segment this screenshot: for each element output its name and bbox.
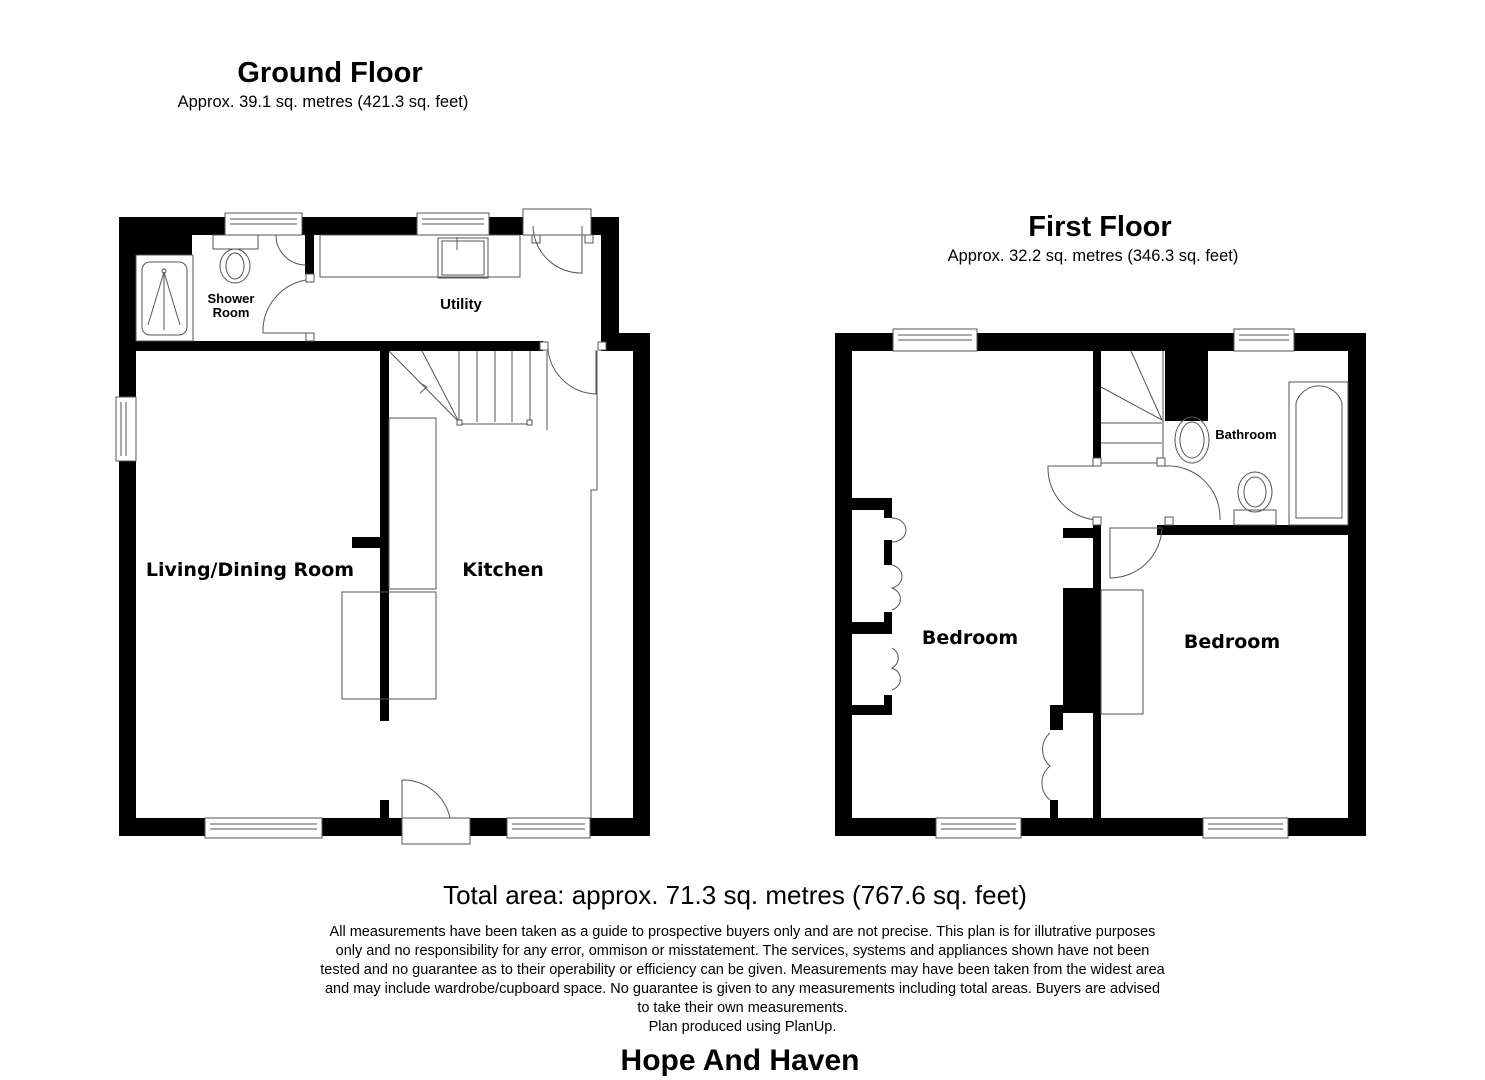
shower-room-line-1: Shower	[207, 291, 255, 306]
first-floor-title: First Floor	[1028, 211, 1172, 243]
room-label-kitchen: Kitchen	[462, 559, 544, 581]
room-label-bedroom-1: Bedroom	[921, 627, 1019, 649]
disclaimer-line: only and no responsibility for any error…	[335, 943, 1150, 959]
room-label-bedroom-2: Bedroom	[1183, 631, 1281, 653]
disclaimer-line: Plan produced using PlanUp.	[648, 1019, 837, 1035]
ground-floor-title: Ground Floor	[237, 57, 423, 89]
room-label-bathroom: Bathroom	[1215, 427, 1277, 442]
room-label-living-dining-room: Living/Dining Room	[145, 559, 355, 581]
brand-name: Hope And Haven	[620, 1044, 860, 1077]
disclaimer-line: All measurements have been taken as a gu…	[329, 924, 1156, 940]
shower-room-line-2: Room	[212, 305, 250, 320]
disclaimer-line: and may include wardrobe/cupboard space.…	[324, 981, 1161, 997]
first-floor-area: Approx. 32.2 sq. metres (346.3 sq. feet)	[947, 247, 1239, 265]
ground-floor-plan	[115, 208, 650, 845]
disclaimer: All measurements have been taken as a gu…	[255, 923, 1230, 1037]
disclaimer-line: tested and no guarantee as to their oper…	[320, 962, 1165, 978]
disclaimer-line: to take their own measurements.	[637, 1000, 848, 1016]
room-label-shower-room: Shower Room	[198, 292, 264, 320]
total-area: Total area: approx. 71.3 sq. metres (767…	[443, 880, 1027, 910]
room-label-utility: Utility	[440, 296, 482, 313]
ground-floor-area: Approx. 39.1 sq. metres (421.3 sq. feet)	[177, 93, 469, 111]
first-floor-plan	[835, 328, 1366, 839]
